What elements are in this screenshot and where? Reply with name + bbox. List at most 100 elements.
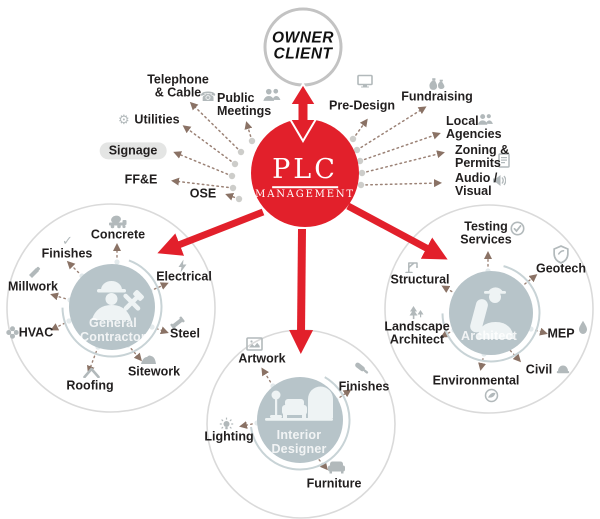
spoke-label-hvac: HVAC	[18, 325, 54, 340]
label-line: Meetings	[217, 104, 272, 119]
spoke-label-artwork: Artwork	[238, 351, 286, 366]
architect-icon	[470, 287, 514, 339]
spoke-label-electrical: Electrical	[156, 269, 212, 284]
label-line: Electrical	[156, 269, 212, 284]
label-line: Services	[460, 233, 512, 247]
zoning-permits-document-icon	[498, 153, 510, 168]
spoke-label-telephone-cable: Telephone & Cable	[147, 73, 209, 101]
sitework-icon	[141, 355, 156, 364]
interior-designer-icon	[265, 386, 333, 421]
label-line: Utilities	[134, 112, 180, 127]
spoke-label-audio-visual: Audio / Visual	[455, 171, 497, 199]
plc-hub-circle	[251, 119, 359, 227]
plc-hub-label: PLC MANAGEMENT	[255, 156, 355, 200]
spoke-label-sitework: Sitework	[127, 364, 181, 379]
label-line: Civil	[525, 362, 553, 377]
label-line: Furniture	[306, 476, 362, 491]
label-line: Signage	[99, 142, 167, 160]
owner-line: OWNER	[272, 29, 334, 47]
spoke-label-structural: Structural	[390, 272, 450, 287]
spoke-label-environmental: Environmental	[432, 373, 520, 388]
cluster-title-architect: Architect	[461, 329, 517, 343]
spoke-label-pre-design: Pre-Design	[329, 98, 395, 113]
label-line: Structural	[390, 272, 450, 287]
hub-subtitle: MANAGEMENT	[255, 188, 355, 200]
label-line: FF&E	[124, 172, 158, 187]
electrical-bolt-icon	[178, 259, 187, 273]
hub-spoke-lines	[171, 101, 445, 201]
label-line: Pre-Design	[329, 98, 395, 113]
spoke-label-roofing: Roofing	[66, 378, 113, 392]
label-line: Testing	[464, 219, 508, 234]
spoke-label-furniture: Furniture	[306, 476, 362, 491]
spoke-label-concrete: Concrete	[90, 227, 146, 242]
spoke-label-zoning-permits: Zoning & Permits	[455, 143, 510, 171]
title-line: Interior	[276, 428, 322, 442]
double-arrow	[288, 82, 318, 143]
millwork-icon	[29, 266, 41, 278]
label-line: Visual	[455, 184, 492, 199]
label-line: Lighting	[204, 429, 254, 444]
cluster-title-general-contractor: General Contractor	[80, 316, 146, 344]
fundraising-money-icon	[429, 78, 445, 90]
label-line: & Cable	[154, 86, 202, 100]
label-line: Landscape	[384, 319, 450, 334]
hvac-fan-icon	[6, 326, 19, 339]
geotech-shield-icon	[553, 245, 569, 264]
structural-crane-icon	[405, 262, 418, 273]
red-arrows	[157, 82, 448, 354]
spoke-label-testing-services: Testing Services	[460, 219, 512, 248]
spoke-label-geotech: Geotech	[536, 261, 586, 275]
spoke-label-civil: Civil	[525, 362, 553, 377]
spoke-label-fundraising: Fundraising	[401, 89, 473, 104]
roofing-icon	[83, 367, 100, 378]
audio-visual-speaker-icon	[493, 175, 506, 186]
label-line: Sitework	[127, 364, 181, 379]
spoke-label-millwork: Millwork	[7, 279, 59, 294]
concrete-truck-icon	[109, 215, 127, 229]
label-line: Public	[217, 91, 255, 105]
label-line: Concrete	[90, 227, 146, 242]
local-agencies-icon	[477, 114, 493, 125]
spoke-label-gc-finishes: Finishes	[41, 246, 93, 261]
landscape-architect-trees-icon	[409, 306, 424, 319]
finishes-check-icon: ✓	[62, 233, 73, 248]
spoke-label-signage: Signage	[99, 142, 167, 160]
title-line: Contractor	[80, 330, 146, 344]
spoke-label-ose: OSE	[189, 186, 217, 201]
label-line: Millwork	[7, 279, 59, 294]
label-line: Environmental	[432, 373, 520, 388]
owner-client-label: OWNER CLIENT	[272, 29, 334, 64]
spoke-label-lighting: Lighting	[204, 429, 254, 444]
artwork-frame-icon	[246, 337, 263, 351]
label-line: MEP	[547, 326, 575, 341]
label-line: Finishes	[41, 246, 93, 261]
spoke-label-landscape-architect: Landscape Architect	[384, 319, 450, 348]
label-line: Fundraising	[401, 89, 473, 104]
hub-divider	[272, 186, 338, 188]
civil-hardhat-icon	[556, 365, 570, 374]
mep-drop-icon	[579, 320, 587, 334]
label-line: Artwork	[238, 351, 286, 366]
title-line: General	[89, 316, 137, 330]
environmental-globe-icon	[484, 388, 499, 403]
title-line: Architect	[461, 329, 517, 343]
cluster-title-interior-designer: Interior Designer	[271, 428, 326, 456]
title-line: Designer	[271, 442, 327, 456]
spoke-label-steel: Steel	[170, 326, 200, 340]
label-line: OSE	[189, 186, 217, 201]
label-line: Local	[446, 114, 479, 128]
spoke-label-utilities: Utilities	[134, 112, 180, 127]
hub-spoke-dots	[228, 135, 366, 203]
label-line: Architect	[389, 333, 445, 347]
lighting-bulb-icon	[219, 417, 234, 430]
telephone-icon: ☎	[200, 89, 217, 104]
spoke-label-public-meetings: Public Meetings	[217, 91, 272, 119]
label-line: Zoning &	[455, 143, 510, 157]
spoke-label-local-agencies: Local Agencies	[446, 114, 502, 142]
utilities-gear-icon: ⚙	[118, 112, 130, 127]
owner-line: CLIENT	[273, 46, 333, 63]
label-line: HVAC	[18, 325, 54, 340]
